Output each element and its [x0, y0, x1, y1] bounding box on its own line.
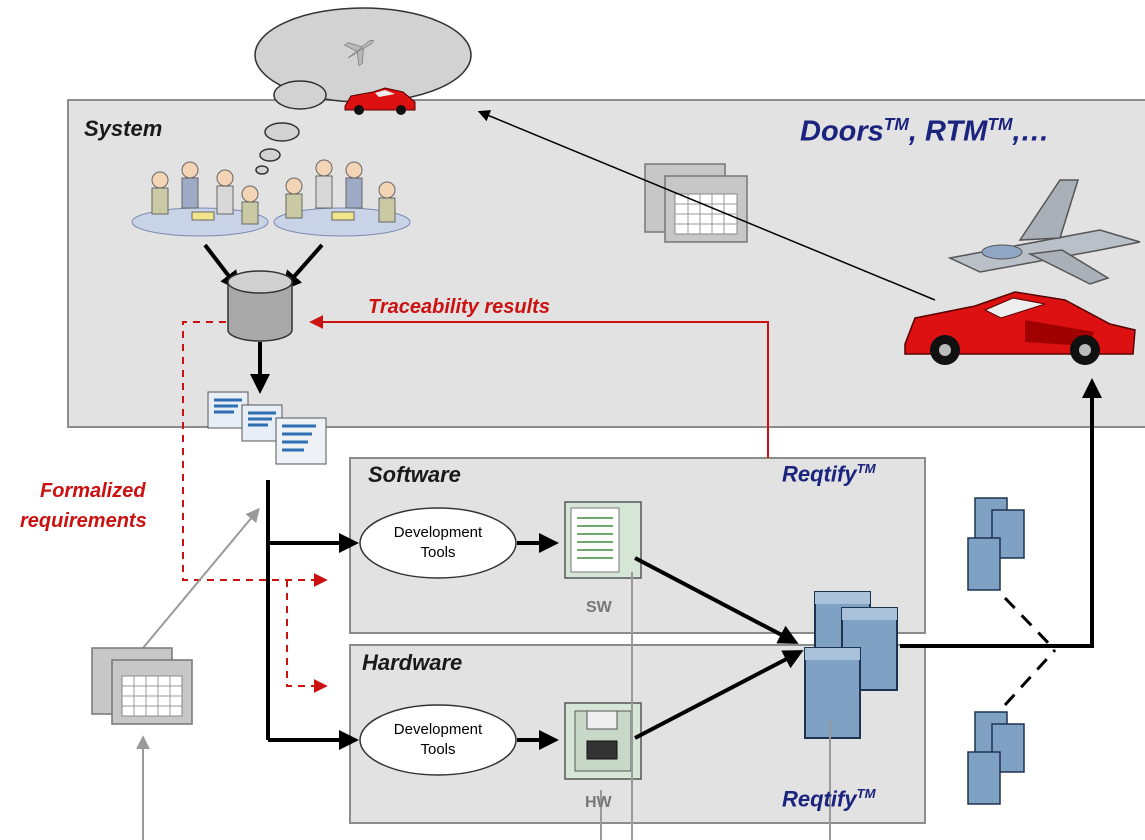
- software-title: Software: [368, 462, 461, 487]
- system-tools-ellipsis: ,…: [1012, 115, 1050, 148]
- computers-top-right-icon: [967, 497, 1025, 591]
- sw-tools-line1: Development: [393, 524, 483, 541]
- formalized-requirements-dashed-arrows: [182, 321, 328, 693]
- people-group-right-icon: [273, 159, 411, 237]
- hw-artifact-label: HW: [585, 794, 612, 811]
- sw-development-tools-ellipse: [359, 507, 517, 579]
- gray-feedback-lines: [136, 507, 831, 840]
- requirements-to-tools-arrows: [266, 480, 359, 750]
- hw-development-tools-label: Development Tools: [360, 720, 516, 760]
- hw-tools-line1: Development: [393, 721, 483, 738]
- sw-artifact-label: SW: [586, 599, 612, 616]
- sw-to-reqtify-arrow: [634, 556, 799, 644]
- system-title: System: [84, 116, 163, 141]
- sw-document-icon: [564, 501, 642, 579]
- doors-tm: TM: [883, 114, 909, 134]
- product-to-cloud-arrow: [477, 110, 936, 301]
- spreadsheet-bottom-icon: [91, 647, 193, 725]
- car-small-icon: [344, 87, 416, 115]
- hw-to-reqtify-arrow: [634, 650, 804, 740]
- reqtify-to-product-arrow: [900, 378, 1102, 648]
- hardware-reqtify-tm: TM: [856, 786, 876, 801]
- hw-tools-line2: Tools: [420, 741, 456, 758]
- network-dashed-links: [1003, 596, 1057, 707]
- software-reqtify-tm: TM: [856, 461, 876, 476]
- sports-car-icon: [904, 291, 1136, 365]
- sw-development-tools-label: Development Tools: [360, 523, 516, 563]
- spreadsheet-top-icon: [644, 163, 748, 243]
- doors-label: Doors: [800, 115, 884, 148]
- requirements-label: requirements: [20, 510, 147, 532]
- traceability-results-label: Traceability results: [368, 296, 550, 318]
- software-reqtify-label: ReqtifyTM: [782, 461, 876, 487]
- jet-small-icon: [344, 39, 375, 67]
- hardware-reqtify-label: ReqtifyTM: [782, 786, 876, 812]
- hardware-title: Hardware: [362, 650, 463, 675]
- sw-tools-line2: Tools: [420, 544, 456, 561]
- rtm-tm: TM: [987, 114, 1013, 134]
- hw-disk-icon: [564, 702, 642, 780]
- database-icon: [227, 270, 293, 342]
- requirements-documents-icon: [207, 391, 327, 465]
- reqtify-computers-icon: [804, 591, 898, 739]
- computers-bottom-right-icon: [967, 711, 1025, 805]
- traceability-arrow: [309, 315, 769, 458]
- people-group-left-icon: [131, 161, 269, 237]
- software-reqtify-name: Reqtify: [782, 461, 857, 487]
- rtm-label: , RTM: [908, 115, 988, 148]
- system-tools-label: DoorsTM, RTMTM,…: [800, 114, 1050, 149]
- fighter-jet-icon: [947, 179, 1141, 285]
- hw-development-tools-ellipse: [359, 704, 517, 776]
- hardware-reqtify-name: Reqtify: [782, 786, 857, 812]
- formalized-label: Formalized: [40, 480, 146, 502]
